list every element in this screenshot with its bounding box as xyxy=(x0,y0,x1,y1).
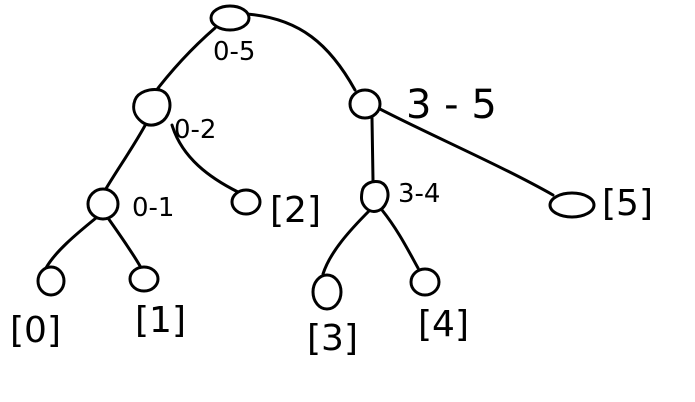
label-0-1: 0-1 xyxy=(132,193,174,223)
edge-n01-leaf0 xyxy=(44,216,98,270)
edge-root-n02 xyxy=(150,26,217,98)
node-0-1 xyxy=(86,187,120,221)
node-0-2 xyxy=(132,88,172,127)
labels: 0-5 0-2 3 - 5 0-1 [2] 3-4 [5] [0] [1] [3… xyxy=(10,37,653,359)
label-leaf-0: [0] xyxy=(10,310,61,351)
label-root: 0-5 xyxy=(213,37,255,67)
node-leaf-0 xyxy=(36,265,66,297)
node-leaf-3 xyxy=(311,273,343,311)
edge-n34-leaf3 xyxy=(321,208,372,276)
edge-n01-leaf1 xyxy=(106,216,142,268)
node-leaf-5 xyxy=(548,191,596,219)
edge-root-n35 xyxy=(244,12,357,92)
label-leaf-1: [1] xyxy=(135,300,186,341)
node-3-5 xyxy=(348,88,382,120)
node-root xyxy=(209,4,251,32)
node-leaf-4 xyxy=(409,267,441,297)
label-3-5: 3 - 5 xyxy=(406,82,497,128)
node-leaf-2 xyxy=(230,188,262,216)
label-leaf-5: [5] xyxy=(602,183,653,224)
label-leaf-2: [2] xyxy=(270,190,321,231)
edge-n34-leaf4 xyxy=(380,208,420,270)
edge-n02-leaf2 xyxy=(170,123,240,194)
label-0-2: 0-2 xyxy=(174,115,216,145)
node-leaf-1 xyxy=(128,265,160,293)
edge-n35-leaf5 xyxy=(376,106,555,197)
node-3-4 xyxy=(360,180,390,213)
nodes xyxy=(36,4,596,311)
label-leaf-3: [3] xyxy=(307,318,358,359)
edge-n02-n01 xyxy=(102,118,150,194)
label-leaf-4: [4] xyxy=(418,304,469,345)
edge-n35-n34 xyxy=(370,116,375,182)
label-3-4: 3-4 xyxy=(398,179,440,209)
edges xyxy=(44,12,555,276)
